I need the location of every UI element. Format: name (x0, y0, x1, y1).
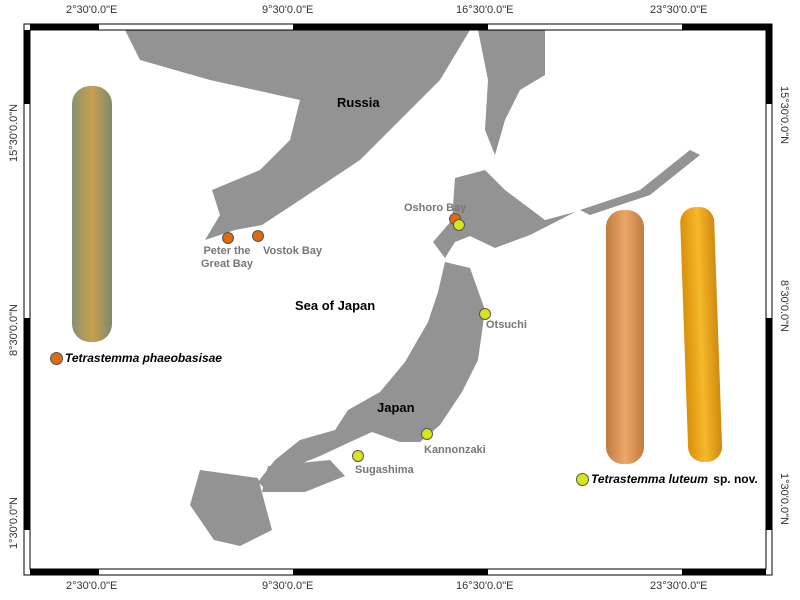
lon-label: 16°30'0.0"E (456, 4, 514, 16)
worm-photo-luteum-1 (606, 210, 644, 464)
legend-phaeobasisae: Tetrastemma phaeobasisae (50, 351, 222, 365)
hokkaido (433, 170, 575, 258)
worm-photo-luteum-2 (680, 206, 723, 462)
label-kannonzaki: Kannonzaki (424, 444, 486, 456)
point-vostok-bay (252, 230, 264, 242)
sea-of-japan: Sea of Japan (295, 298, 376, 313)
country-russia: Russia (337, 95, 380, 110)
lat-label: 1°30'0.0"N (8, 497, 20, 549)
lon-label: 2°30'0.0"E (66, 580, 118, 592)
sampling-points (222, 213, 491, 462)
label-oshoro-bay: Oshoro Bay (404, 202, 467, 214)
lat-label: 15°30'0.0"N (778, 86, 790, 145)
point-kannonzaki (421, 428, 433, 440)
shikoku (262, 460, 345, 492)
label-sugashima: Sugashima (355, 464, 414, 476)
point-peter-great-bay (222, 232, 234, 244)
lat-label: 1°30'0.0"N (778, 473, 790, 525)
lon-label: 9°30'0.0"E (262, 580, 314, 592)
point-oshoro-bay-yellow (453, 219, 465, 231)
orange-dot-icon (50, 351, 63, 365)
country-japan: Japan (377, 400, 415, 415)
lat-label: 15°30'0.0"N (8, 103, 20, 162)
lat-label: 8°30'0.0"N (8, 304, 20, 356)
honshu (258, 262, 485, 492)
yellow-dot-icon (576, 472, 589, 486)
point-otsuchi (479, 308, 491, 320)
legend-luteum: Tetrastemma luteum sp. nov. (576, 472, 758, 486)
lon-label: 23°30'0.0"E (650, 4, 708, 16)
lon-label: 23°30'0.0"E (650, 580, 708, 592)
lat-label: 8°30'0.0"N (778, 280, 790, 332)
label-vostok-bay: Vostok Bay (263, 245, 323, 257)
kyushu (190, 470, 272, 546)
worm-photo-phaeobasisae (72, 86, 112, 342)
lon-label: 2°30'0.0"E (66, 4, 118, 16)
point-sugashima (352, 450, 364, 462)
kurils (580, 150, 700, 215)
frame (23, 23, 773, 576)
lon-label: 16°30'0.0"E (456, 580, 514, 592)
label-otsuchi: Otsuchi (486, 319, 527, 331)
lon-label: 9°30'0.0"E (262, 4, 314, 16)
russia-land (125, 30, 470, 240)
sakhalin (478, 30, 545, 155)
